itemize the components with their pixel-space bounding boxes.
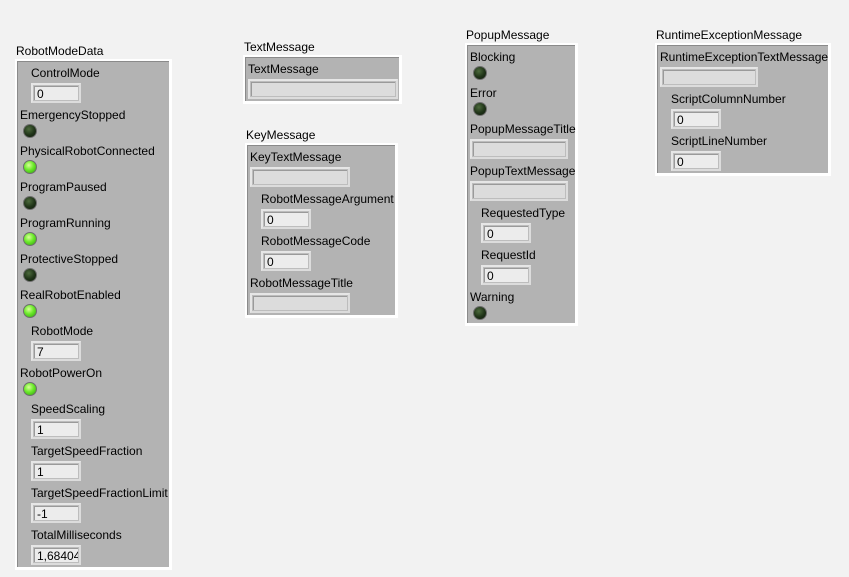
key-message-title: KeyMessage [246, 128, 316, 142]
script-line-number-field[interactable]: 0 [671, 151, 721, 171]
requested-type-field[interactable]: 0 [481, 223, 531, 243]
robot-mode-data-cluster: ControlMode 0 EmergencyStopped PhysicalR… [15, 59, 172, 570]
speed-scaling-label: SpeedScaling [31, 402, 106, 416]
physical-robot-connected-led[interactable] [23, 160, 37, 174]
program-paused-label: ProgramPaused [20, 180, 107, 194]
script-column-number-label: ScriptColumnNumber [671, 92, 786, 106]
runtime-exception-text-message-value [663, 70, 755, 84]
robot-message-code-value: 0 [264, 254, 308, 268]
robot-message-code-field[interactable]: 0 [261, 251, 311, 271]
speed-scaling-field[interactable]: 1 [31, 419, 81, 439]
control-mode-field[interactable]: 0 [31, 83, 81, 103]
script-column-number-field[interactable]: 0 [671, 109, 721, 129]
target-speed-fraction-label: TargetSpeedFraction [31, 444, 143, 458]
robot-mode-value: 7 [34, 344, 78, 358]
blocking-label: Blocking [470, 50, 516, 64]
robot-power-on-label: RobotPowerOn [20, 366, 103, 380]
runtime-exception-text-message-label: RuntimeExceptionTextMessage [660, 50, 829, 64]
popup-text-message-field[interactable] [470, 181, 568, 201]
runtime-exception-text-message-field[interactable] [660, 67, 758, 87]
robot-message-title-field[interactable] [250, 293, 350, 313]
key-text-message-label: KeyTextMessage [250, 150, 342, 164]
speed-scaling-value: 1 [34, 422, 78, 436]
text-message-title: TextMessage [244, 40, 315, 54]
text-message-field[interactable] [248, 79, 398, 99]
requested-type-value: 0 [484, 226, 528, 240]
physical-robot-connected-label: PhysicalRobotConnected [20, 144, 155, 158]
runtime-exception-message-cluster: RuntimeExceptionTextMessage ScriptColumn… [655, 43, 831, 176]
text-message-value [251, 82, 395, 96]
robot-message-title-value [253, 296, 347, 310]
target-speed-fraction-limit-field[interactable]: -1 [31, 503, 81, 523]
requested-type-label: RequestedType [481, 206, 566, 220]
script-line-number-label: ScriptLineNumber [671, 134, 768, 148]
popup-message-title: PopupMessage [466, 28, 550, 42]
target-speed-fraction-value: 1 [34, 464, 78, 478]
program-running-label: ProgramRunning [20, 216, 111, 230]
target-speed-fraction-field[interactable]: 1 [31, 461, 81, 481]
real-robot-enabled-label: RealRobotEnabled [20, 288, 121, 302]
robot-mode-data-title: RobotModeData [16, 44, 104, 58]
error-led[interactable] [473, 102, 487, 116]
control-mode-value: 0 [34, 86, 78, 100]
emergency-stopped-led[interactable] [23, 124, 37, 138]
program-paused-led[interactable] [23, 196, 37, 210]
popup-message-title-value [473, 142, 565, 156]
text-message-label: TextMessage [248, 62, 319, 76]
blocking-led[interactable] [473, 66, 487, 80]
protective-stopped-led[interactable] [23, 268, 37, 282]
script-column-number-value: 0 [674, 112, 718, 126]
total-milliseconds-label: TotalMilliseconds [31, 528, 122, 542]
key-text-message-value [253, 170, 347, 184]
request-id-value: 0 [484, 268, 528, 282]
error-label: Error [470, 86, 497, 100]
key-message-cluster: KeyTextMessage RobotMessageArgument 0 Ro… [245, 143, 398, 318]
warning-led[interactable] [473, 306, 487, 320]
total-milliseconds-field[interactable]: 1,68404 [31, 545, 81, 565]
robot-mode-label: RobotMode [31, 324, 94, 338]
program-running-led[interactable] [23, 232, 37, 246]
popup-text-message-value [473, 184, 565, 198]
request-id-field[interactable]: 0 [481, 265, 531, 285]
robot-message-argument-label: RobotMessageArgument [261, 192, 394, 206]
emergency-stopped-label: EmergencyStopped [20, 108, 126, 122]
request-id-label: RequestId [481, 248, 536, 262]
popup-text-message-label: PopupTextMessage [470, 164, 576, 178]
real-robot-enabled-led[interactable] [23, 304, 37, 318]
popup-message-cluster: Blocking Error PopupMessageTitle PopupTe… [465, 43, 578, 326]
popup-message-title-field[interactable] [470, 139, 568, 159]
target-speed-fraction-limit-value: -1 [34, 506, 78, 520]
robot-power-on-led[interactable] [23, 382, 37, 396]
robot-message-argument-value: 0 [264, 212, 308, 226]
key-text-message-field[interactable] [250, 167, 350, 187]
robot-message-code-label: RobotMessageCode [261, 234, 371, 248]
runtime-exception-message-title: RuntimeExceptionMessage [656, 28, 803, 42]
robot-message-title-label: RobotMessageTitle [250, 276, 353, 290]
target-speed-fraction-limit-label: TargetSpeedFractionLimit [31, 486, 168, 500]
warning-label: Warning [470, 290, 515, 304]
total-milliseconds-value: 1,68404 [34, 548, 78, 562]
control-mode-label: ControlMode [31, 66, 100, 80]
protective-stopped-label: ProtectiveStopped [20, 252, 119, 266]
robot-message-argument-field[interactable]: 0 [261, 209, 311, 229]
text-message-cluster: TextMessage [243, 55, 402, 104]
popup-message-title-label: PopupMessageTitle [470, 122, 576, 136]
robot-mode-field[interactable]: 7 [31, 341, 81, 361]
script-line-number-value: 0 [674, 154, 718, 168]
